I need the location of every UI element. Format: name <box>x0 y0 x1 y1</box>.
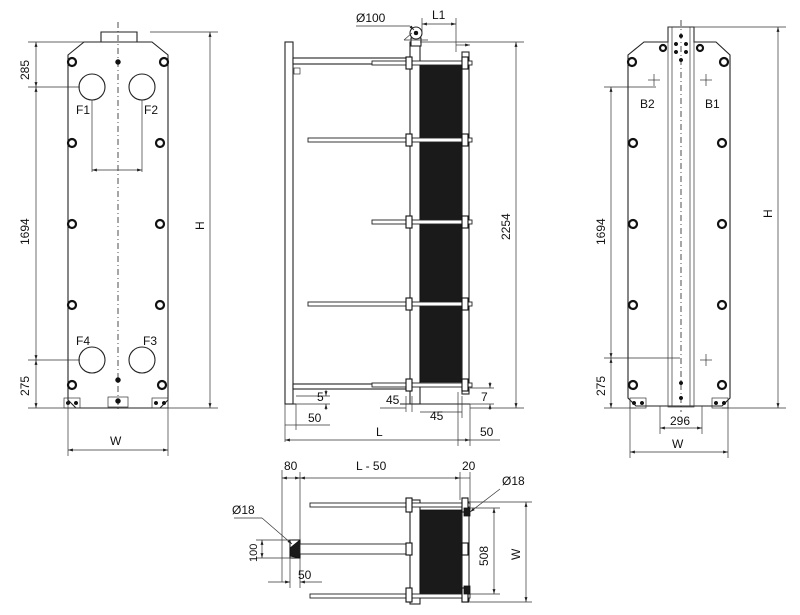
port-f4 <box>78 346 106 374</box>
label-f2: F2 <box>144 103 158 117</box>
dim-l: L <box>376 425 383 439</box>
dim-w-back: W <box>672 437 684 451</box>
dim-45-a: 45 <box>386 393 400 407</box>
dim-w-top: W <box>509 548 523 560</box>
top-carrying-bar-plan <box>299 543 421 555</box>
side-view: Ø100 L1 2254 5 50 45 45 <box>284 8 524 446</box>
dim-l-minus-50: L - 50 <box>356 459 387 473</box>
port-f3 <box>128 346 156 374</box>
dim-80: 80 <box>284 459 298 473</box>
label-f3: F3 <box>143 334 157 348</box>
dim-296: 296 <box>670 414 690 428</box>
label-f1: F1 <box>76 103 90 117</box>
support-column <box>284 41 294 405</box>
dim-1694-back: 1694 <box>594 218 608 245</box>
dim-50-left: 50 <box>308 411 322 425</box>
port-f1 <box>78 73 106 101</box>
dim-2254: 2254 <box>499 213 513 240</box>
top-plate-pack <box>419 509 463 599</box>
dim-285: 285 <box>18 60 32 80</box>
dim-d18-left: Ø18 <box>232 503 255 517</box>
dim-45-b: 45 <box>430 409 444 423</box>
dim-1694-front: 1694 <box>18 218 32 245</box>
dim-50-top: 50 <box>298 568 312 582</box>
back-view: B2 B1 1694 275 H 296 W <box>594 20 786 458</box>
dim-5: 5 <box>317 390 324 404</box>
tie-rods <box>307 56 473 392</box>
dim-d18-right: Ø18 <box>502 474 525 488</box>
dim-100: 100 <box>248 544 260 562</box>
top-view: 80 L - 50 20 Ø18 Ø18 100 50 508 <box>232 459 532 605</box>
dim-h-back: H <box>761 209 775 218</box>
dim-7: 7 <box>481 390 488 404</box>
dim-275-back: 275 <box>594 376 608 396</box>
port-f2 <box>128 73 156 101</box>
dim-508: 508 <box>477 546 491 566</box>
front-view: F1 F2 F4 F3 285 1694 275 H W <box>18 22 218 456</box>
dim-20: 20 <box>462 459 476 473</box>
back-plate-outline <box>627 26 731 407</box>
dim-275-front: 275 <box>18 376 32 396</box>
dim-l1: L1 <box>432 8 446 22</box>
label-b1: B1 <box>705 97 720 111</box>
label-b2: B2 <box>640 97 655 111</box>
dim-d100: Ø100 <box>356 11 386 25</box>
label-f4: F4 <box>76 334 90 348</box>
dim-50-right: 50 <box>480 425 494 439</box>
front-bolts <box>63 56 170 409</box>
dim-h-front: H <box>193 221 207 230</box>
rail-holes <box>673 33 689 401</box>
dim-w-front: W <box>110 434 122 448</box>
